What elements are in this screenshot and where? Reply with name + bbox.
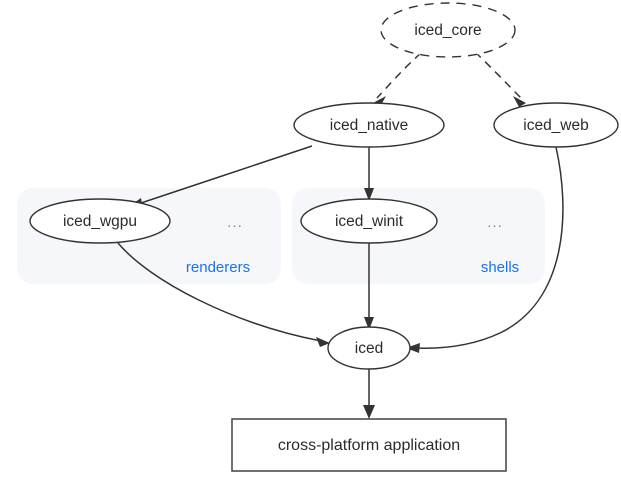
edge-path-native-wgpu [134, 145, 313, 206]
edge-iced-core-to-iced-web [474, 51, 526, 107]
node-iced-native-label: iced_native [330, 117, 408, 134]
edge-path-wgpu-iced [117, 242, 322, 342]
arrow-head-native-winit [364, 188, 374, 201]
node-iced-native[interactable]: iced_native [293, 102, 445, 148]
arrow-head-web-iced [406, 343, 420, 353]
node-iced-wgpu[interactable]: iced_wgpu [29, 198, 171, 244]
node-iced-winit-label: iced_winit [335, 213, 404, 230]
arrow-head-wgpu-iced [316, 337, 330, 347]
node-iced-core[interactable]: iced_core [380, 2, 516, 58]
edge-path-web-iced [413, 146, 564, 349]
cluster-shells-label: shells [481, 259, 519, 276]
node-iced-native-shape[interactable] [293, 102, 445, 148]
node-iced-shape[interactable] [327, 326, 411, 370]
arrow-head-core-web [513, 96, 526, 107]
node-iced-wgpu-label: iced_wgpu [63, 213, 137, 230]
edge-iced-to-application [363, 369, 375, 419]
edge-iced-native-to-iced-winit [364, 147, 374, 201]
node-iced-winit[interactable]: iced_winit [300, 198, 438, 244]
node-iced-web-shape[interactable] [493, 102, 619, 148]
node-iced-core-label: iced_core [414, 22, 481, 39]
node-cross-platform-application[interactable]: cross-platform application [231, 418, 507, 472]
cluster-shells-ellipsis: ... [487, 214, 503, 231]
edge-iced-wgpu-to-iced [117, 242, 330, 347]
node-iced-web-label: iced_web [523, 117, 589, 134]
edge-iced-winit-to-iced [364, 240, 374, 330]
node-application-label: cross-platform application [278, 437, 460, 454]
node-iced-core-shape[interactable] [380, 2, 516, 58]
node-iced-web[interactable]: iced_web [493, 102, 619, 148]
arrow-head-winit-iced [364, 317, 374, 330]
node-iced-winit-shape[interactable] [300, 198, 438, 244]
cluster-renderers-label: renderers [186, 259, 250, 276]
node-iced-wgpu-shape[interactable] [29, 198, 171, 244]
edge-iced-core-to-iced-native [373, 52, 422, 107]
edge-iced-web-to-iced [406, 146, 564, 353]
arrow-head-iced-app [363, 405, 375, 419]
node-iced-label: iced [355, 340, 383, 357]
cluster-renderers-ellipsis: ... [227, 214, 243, 231]
node-iced[interactable]: iced [327, 326, 411, 370]
node-application-shape[interactable] [231, 418, 507, 472]
edge-path-core-native [376, 52, 422, 99]
edge-path-core-web [474, 51, 522, 99]
